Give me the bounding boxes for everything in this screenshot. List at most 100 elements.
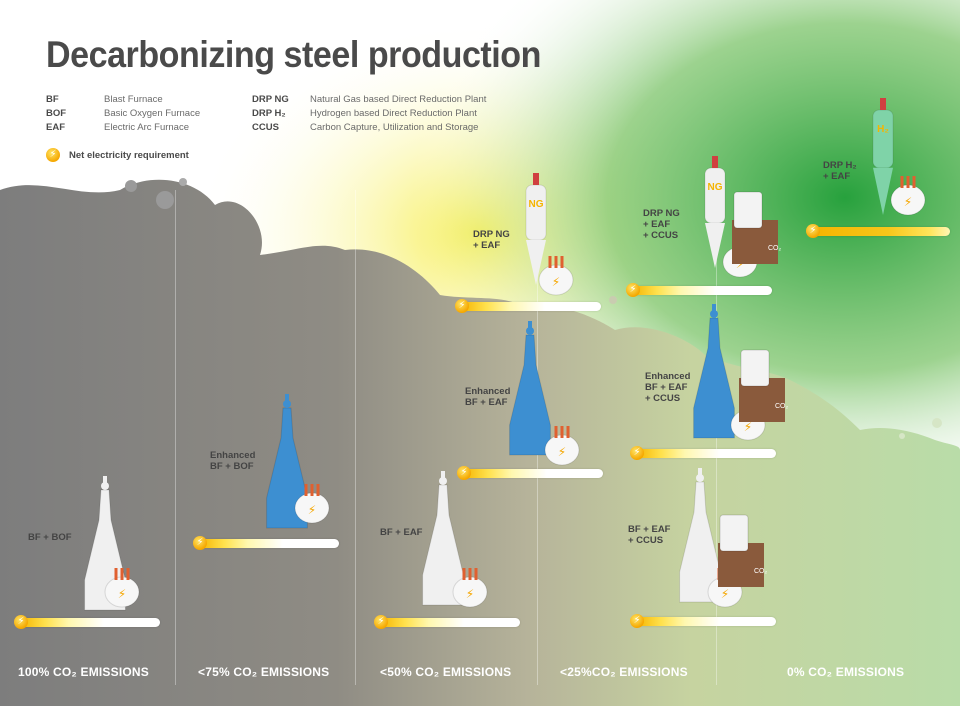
route-label-enhanced-bf-eaf-ccus: Enhanced BF + EAF + CCUS bbox=[645, 371, 690, 404]
route-label-enhanced-bf-eaf: Enhanced BF + EAF bbox=[465, 386, 510, 408]
bolt-icon bbox=[46, 147, 60, 163]
legend-abbreviations-left: BF Blast Furnace BOF Basic Oxygen Furnac… bbox=[46, 93, 266, 138]
route-label-line: Enhanced bbox=[645, 371, 691, 382]
eaf-drp-h2-electrode bbox=[912, 176, 916, 188]
route-label-line: DRP H₂ bbox=[823, 160, 857, 171]
route-label-line: BF + EAF bbox=[380, 527, 423, 538]
ccus-drp-ng-eaf-ccus-label: CO₂ bbox=[768, 245, 782, 252]
furnace-enhanced-bf-eaf bbox=[509, 334, 551, 456]
route-label-line: BF + EAF bbox=[465, 397, 508, 408]
route-label-line: + CCUS bbox=[643, 230, 679, 241]
converter-enhanced-bof-bolt: ⚡ bbox=[308, 503, 316, 517]
eaf-bf-eaf-electrode bbox=[468, 568, 472, 580]
legend-abbr: EAF bbox=[46, 122, 65, 133]
emission-label-100: 100% CO₂ EMISSIONS bbox=[18, 665, 149, 679]
electricity-bar-enhanced-bf-eaf-ccus bbox=[630, 445, 776, 461]
route-label-line: + EAF bbox=[823, 171, 851, 182]
drp-h2-eaf bbox=[872, 109, 894, 169]
bolt-icon bbox=[630, 445, 644, 461]
ccus-enhanced-bf-eaf-ccus-tank bbox=[740, 349, 770, 387]
column-divider bbox=[355, 190, 356, 685]
drp-ng-eaf-ccus-valve bbox=[712, 156, 718, 168]
route-label-line: Enhanced bbox=[210, 450, 256, 461]
electricity-bar-enhanced-bf-eaf bbox=[457, 465, 603, 481]
eaf-enhanced-bf-eaf-electrode bbox=[554, 426, 558, 438]
eaf-bf-eaf-bolt: ⚡ bbox=[466, 587, 474, 601]
bolt-icon bbox=[630, 613, 644, 629]
eaf-enhanced-bf-eaf-electrode bbox=[560, 426, 564, 438]
route-label-bf-bof: BF + BOF bbox=[28, 532, 72, 543]
eaf-drp-h2-bolt: ⚡ bbox=[904, 195, 912, 209]
eaf-enhanced-bf-eaf-ccus-bolt: ⚡ bbox=[744, 420, 752, 434]
converter-enhanced-bof-electrode bbox=[316, 484, 320, 496]
furnace-enhanced-bf-eaf-ccus bbox=[693, 317, 735, 439]
converter-bof-bolt: ⚡ bbox=[118, 587, 126, 601]
converter-bof-electrode bbox=[120, 568, 124, 580]
legend-desc: Natural Gas based Direct Reduction Plant bbox=[310, 94, 487, 105]
electricity-bar-drp-h2-eaf bbox=[806, 223, 950, 239]
furnace-bf-bof-chimney bbox=[103, 476, 107, 486]
bolt-icon bbox=[455, 298, 469, 314]
eaf-drp-ng-bolt: ⚡ bbox=[552, 275, 560, 289]
furnace-bf-eaf-chimney bbox=[441, 471, 445, 481]
route-label-enhanced-bf-bof: Enhanced BF + BOF bbox=[210, 450, 255, 472]
eaf-bf-eaf-electrode bbox=[474, 568, 478, 580]
net-electricity-legend: Net electricity requirement bbox=[46, 147, 189, 163]
legend-desc: Electric Arc Furnace bbox=[104, 122, 189, 133]
eaf-drp-ng-electrode bbox=[560, 256, 564, 268]
legend-abbr: BF bbox=[46, 94, 59, 105]
eaf-bf-eaf-electrode bbox=[462, 568, 466, 580]
converter-bof-electrode bbox=[114, 568, 118, 580]
route-label-line: DRP NG bbox=[643, 208, 680, 219]
route-label-line: BF + EAF bbox=[645, 382, 688, 393]
route-label-line: Enhanced bbox=[465, 386, 511, 397]
route-label-drp-h2-eaf: DRP H₂ + EAF bbox=[823, 160, 857, 182]
drp-ng-eaf-ccus bbox=[704, 167, 726, 224]
legend-abbr: CCUS bbox=[252, 122, 279, 133]
route-label-line: BF + BOF bbox=[210, 461, 254, 472]
bolt-icon bbox=[626, 282, 640, 298]
route-label-drp-ng-eaf-ccus: DRP NG + EAF + CCUS bbox=[643, 208, 680, 241]
net-electricity-label: Net electricity requirement bbox=[69, 149, 189, 161]
legend-desc: Basic Oxygen Furnace bbox=[104, 108, 201, 119]
emission-label-25: <25%CO₂ EMISSIONS bbox=[560, 665, 688, 679]
emission-label-50: <50% CO₂ EMISSIONS bbox=[380, 665, 512, 679]
route-label-line: BF + BOF bbox=[28, 532, 72, 543]
ccus-enhanced-bf-eaf-ccus-label: CO₂ bbox=[775, 403, 789, 410]
route-label-drp-ng-eaf: DRP NG + EAF bbox=[473, 229, 510, 251]
legend-desc: Blast Furnace bbox=[104, 94, 163, 105]
eaf-drp-ng-electrode bbox=[548, 256, 552, 268]
eaf-bf-eaf-ccus-bolt: ⚡ bbox=[721, 587, 729, 601]
electricity-bar-drp-ng-eaf bbox=[455, 298, 601, 314]
ccus-bf-eaf-ccus-label: CO₂ bbox=[754, 568, 768, 575]
emission-label-0: 0% CO₂ EMISSIONS bbox=[787, 665, 905, 679]
furnace-enhanced-bf-eaf-chimney bbox=[528, 321, 532, 331]
page-title: Decarbonizing steel production bbox=[46, 34, 541, 75]
electricity-bar-enhanced-bf-bof bbox=[193, 535, 339, 551]
eaf-enhanced-bf-eaf-bolt: ⚡ bbox=[558, 445, 566, 459]
furnace-enhanced-bf-bof-chimney bbox=[285, 394, 289, 404]
bolt-icon bbox=[374, 614, 388, 630]
eaf-drp-ng-electrode bbox=[554, 256, 558, 268]
drp-h2-eaf-mark: H₂ bbox=[877, 124, 889, 135]
legend-abbr: BOF bbox=[46, 108, 67, 119]
eaf-drp-h2-electrode bbox=[900, 176, 904, 188]
electricity-bar-bf-bof bbox=[14, 614, 160, 630]
ccus-bf-eaf-ccus-tank bbox=[719, 514, 749, 552]
route-label-line: + EAF bbox=[473, 240, 501, 251]
furnace-enhanced-bf-bof bbox=[266, 407, 308, 529]
eaf-enhanced-bf-eaf-electrode bbox=[566, 426, 570, 438]
route-label-line: + EAF bbox=[643, 219, 671, 230]
drp-h2-eaf-valve bbox=[880, 98, 886, 110]
legend-abbr: DRP H₂ bbox=[252, 108, 286, 119]
drp-ng-eaf-valve bbox=[533, 173, 539, 185]
column-divider bbox=[175, 190, 176, 685]
drp-ng-eaf-cone bbox=[526, 240, 546, 285]
legend-desc: Hydrogen based Direct Reduction Plant bbox=[310, 108, 477, 119]
eaf-drp-h2-electrode bbox=[906, 176, 910, 188]
route-label-line: + CCUS bbox=[645, 393, 681, 404]
drp-ng-eaf-mark: NG bbox=[529, 199, 544, 210]
route-label-line: + CCUS bbox=[628, 535, 664, 546]
route-label-line: DRP NG bbox=[473, 229, 510, 240]
